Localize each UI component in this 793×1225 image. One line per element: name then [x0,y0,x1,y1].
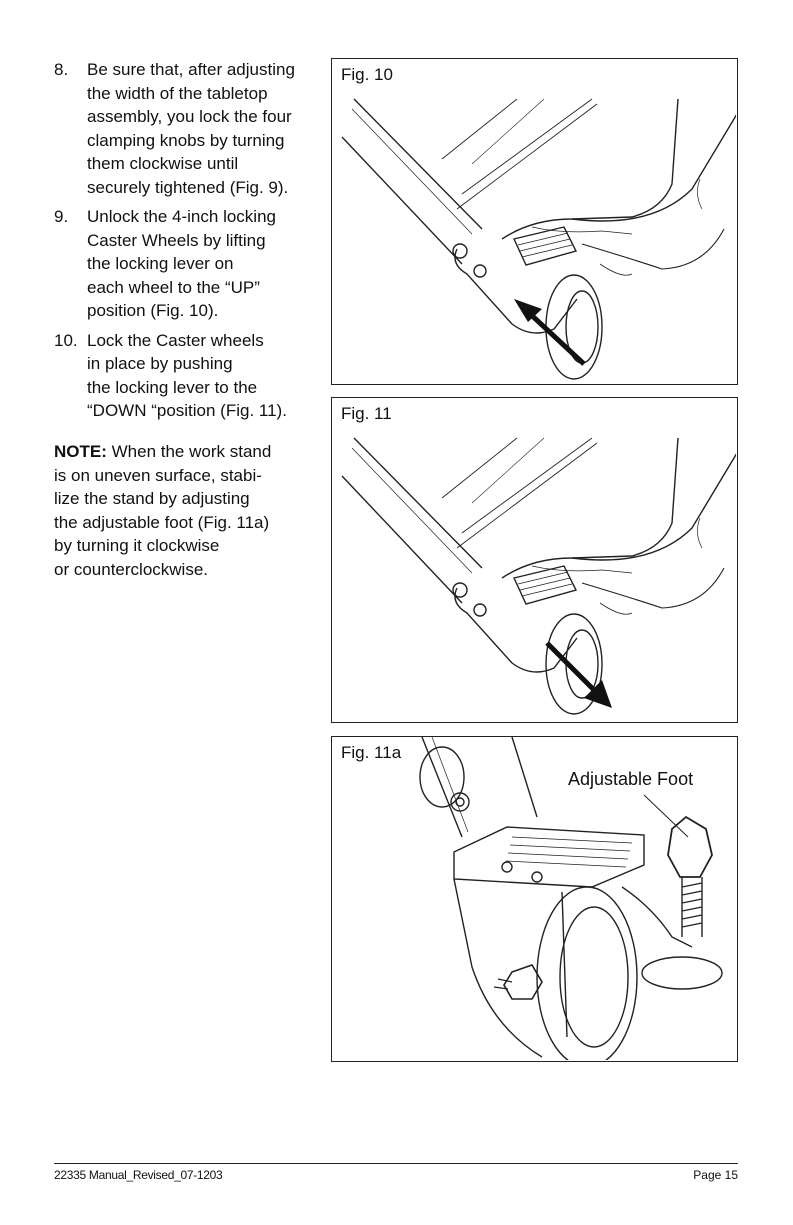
instruction-steps: 8. Be sure that, after adjusting the wid… [54,58,316,429]
step-line: the locking lever on [87,254,234,273]
figure-caption: Fig. 11a [341,743,404,763]
figure-10: Fig. 10 [331,58,738,385]
step-line: clamping knobs by turning [87,130,285,150]
callout-leader-line [643,794,689,838]
step-line: them clockwise until [87,154,239,173]
caster-unlock-illustration [341,98,736,380]
step-number: 10. [54,330,78,350]
caster-lock-illustration [341,437,736,715]
figure-11: Fig. 11 [331,397,738,723]
step-10: 10. Lock the Caster wheels in place by p… [54,329,316,423]
note-label: NOTE: [54,442,107,461]
step-line: securely tightened (Fig. 9). [87,177,289,197]
note-line: is on uneven surface, stabi- [54,465,262,485]
step-line: Caster Wheels by lifting [87,230,266,250]
step-line: in place by pushing [87,354,233,373]
step-line: Unlock the 4-inch locking [87,207,276,226]
step-line: Be sure that, after adjusting [87,60,295,79]
note-line: the adjustable foot (Fig. 11a) [54,512,270,532]
step-8: 8. Be sure that, after adjusting the wid… [54,58,316,199]
adjustable-foot-illustration [419,737,723,1060]
step-line: the locking lever to the [87,377,258,397]
figure-11a: Fig. 11a Adjustable Foot [331,736,738,1062]
figure-caption: Fig. 11 [341,404,394,424]
step-9: 9. Unlock the 4-inch locking Caster Whee… [54,205,316,323]
note-line: lize the stand by adjusting [54,489,250,508]
step-line: position (Fig. 10). [87,301,219,320]
adjustable-foot-callout: Adjustable Foot [568,769,694,789]
arrow-up-icon [514,299,586,366]
step-line: Lock the Caster wheels [87,330,264,350]
step-number: 8. [54,60,69,79]
step-line: assembly, you lock the four [87,107,292,126]
step-line: “DOWN “position (Fig. 11). [87,401,287,420]
step-number: 9. [54,207,69,226]
note-line: When the work stand [106,442,272,461]
note-line: or counterclockwise. [54,559,209,579]
note-paragraph: NOTE: When the work stand is on uneven s… [54,440,316,581]
step-line: each wheel to the “UP” [87,277,260,297]
footer-divider [54,1163,738,1164]
footer-manual-id: 22335 Manual_Revised_07-1203 [54,1168,223,1182]
figure-caption: Fig. 10 [341,65,395,85]
page-number: Page 15 [693,1168,738,1182]
note-line: by turning it clockwise [54,536,220,555]
arrow-down-icon [545,641,612,708]
step-line: the width of the tabletop [87,83,268,103]
